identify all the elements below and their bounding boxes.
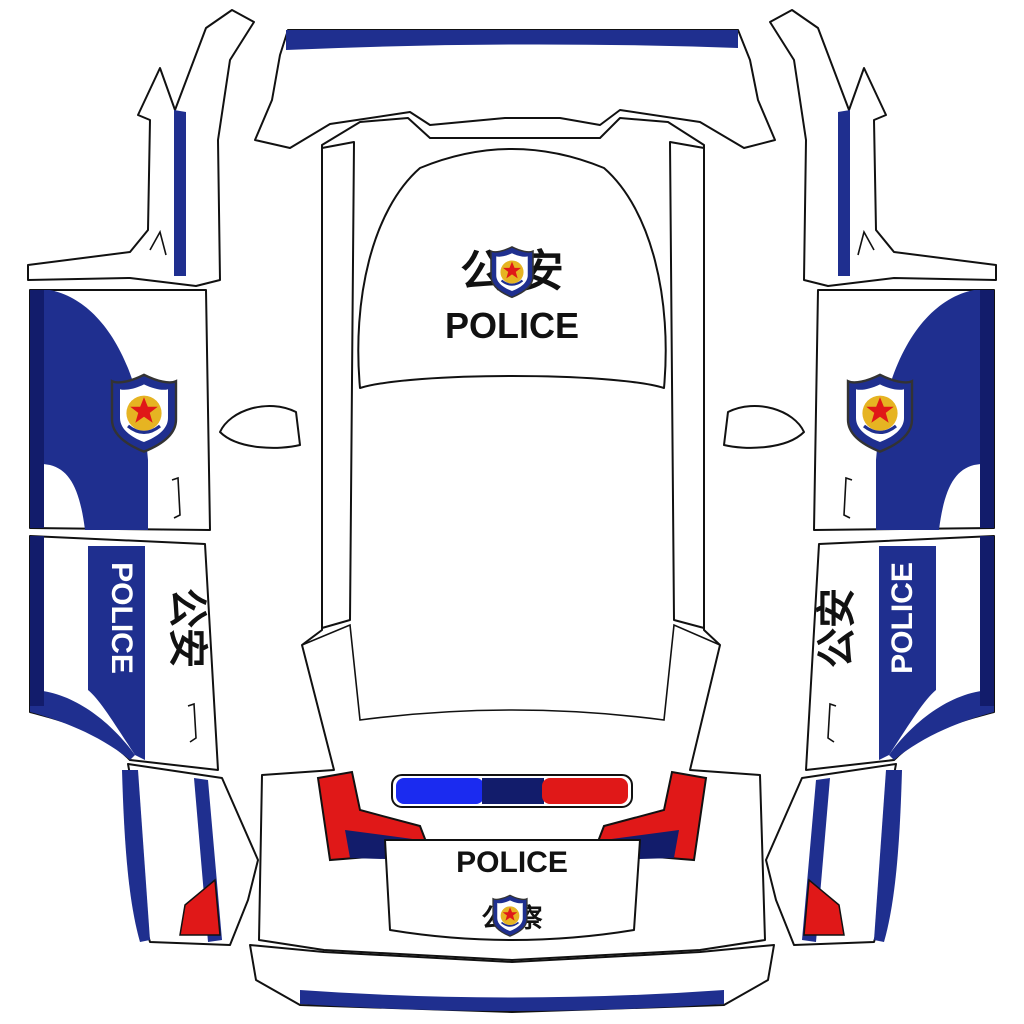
left-rear-door-emblem-icon bbox=[110, 373, 178, 454]
front-marking: POLICE 公 察 bbox=[384, 839, 641, 941]
front-emblem-icon bbox=[492, 894, 528, 937]
right-front-fender bbox=[765, 763, 902, 946]
car-body-top-view bbox=[219, 117, 805, 1013]
rear-spoiler-panel bbox=[254, 29, 776, 149]
right-door-police-text: POLICE bbox=[886, 562, 919, 674]
right-door-chinese-text: 公安 bbox=[814, 588, 860, 668]
right-rear-quarter-panel bbox=[769, 9, 997, 287]
right-rear-door-emblem-icon bbox=[846, 373, 914, 454]
left-rear-quarter-panel bbox=[27, 9, 255, 287]
roof-marking: 公 安 POLICE bbox=[445, 245, 579, 346]
left-front-door: POLICE 公安 bbox=[29, 535, 219, 771]
light-bar bbox=[391, 774, 633, 808]
roof-emblem-icon bbox=[489, 245, 535, 299]
roof-police-text: POLICE bbox=[445, 305, 579, 346]
right-front-door: POLICE 公安 bbox=[805, 535, 995, 771]
left-rear-door bbox=[29, 289, 211, 531]
left-door-chinese-text: 公安 bbox=[164, 588, 210, 668]
left-front-fender bbox=[122, 763, 259, 946]
left-door-police-text: POLICE bbox=[105, 562, 138, 674]
front-police-text: POLICE bbox=[456, 846, 568, 879]
right-rear-door bbox=[813, 289, 995, 531]
